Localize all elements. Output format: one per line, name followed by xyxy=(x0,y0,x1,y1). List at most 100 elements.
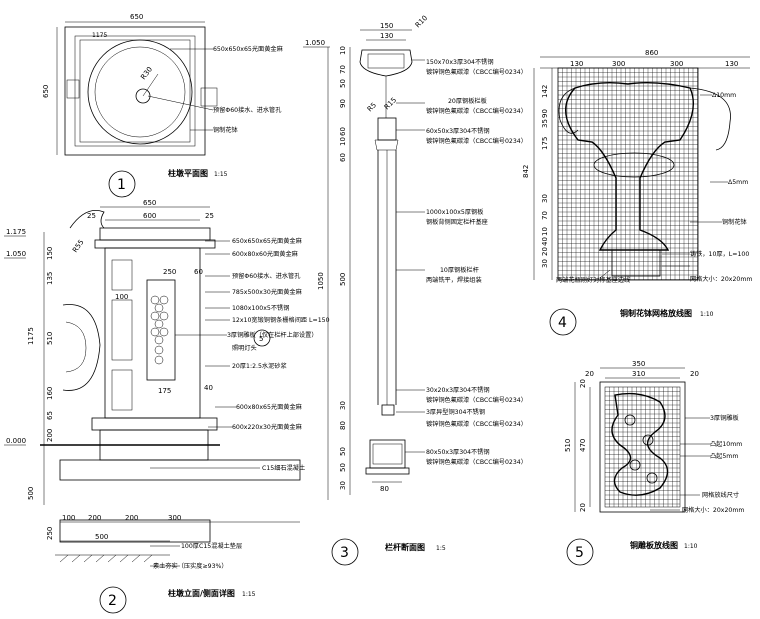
side-arch xyxy=(62,304,101,391)
detail-1-number-circle xyxy=(108,170,136,198)
dim5-20c: 20 xyxy=(579,379,587,388)
note-1-b: 预留Φ60接水、进水管孔 xyxy=(213,106,281,114)
note-2-10: 600x220x30光面黄金麻 xyxy=(232,423,303,431)
note-2-9: 600x80x65光面黄金麻 xyxy=(236,403,303,411)
note-4-5: 两端花瓶刚好对称基座边线 xyxy=(556,276,630,284)
dim2-base-100: 100 xyxy=(62,514,75,522)
dim2-250: 250 xyxy=(46,527,54,540)
detail-5-relief-panel: 350 310 20 20 510 470 20 20 3厚铜雕板 凸起10mm… xyxy=(564,360,744,566)
note-3-14: 80x50x3厚304不锈钢 xyxy=(426,448,490,456)
detail-4-title: 铜制花钵网格放线图 xyxy=(620,308,692,318)
dim3-70: 70 xyxy=(339,65,347,74)
drain-hole xyxy=(135,88,151,104)
detail-2-title: 柱墩立面/侧面详图 xyxy=(168,588,235,598)
note-3-1: 镀锌铜色氟碳漆（CBCC编号0234） xyxy=(426,68,527,76)
dim3-30a: 30 xyxy=(339,401,347,410)
detail-1-plan: 650 650 1175 R30 650x650x65光面黄金麻 预留Φ60接水… xyxy=(42,13,284,198)
dim4-70: 70 xyxy=(541,211,549,220)
top-rail xyxy=(359,49,413,77)
panel-frame xyxy=(599,381,686,513)
dim3-30b: 30 xyxy=(339,481,347,490)
dim-left: 650 xyxy=(42,85,50,98)
note-5-3: 网格放线尺寸 xyxy=(702,491,739,499)
detail-3-title: 栏杆断面图 xyxy=(385,542,425,552)
detail-5-notes: 3厚铜雕板 凸起10mm 凸起5mm 网格放线尺寸 网格大小：20x20mm xyxy=(650,414,744,514)
dim2-base-500: 500 xyxy=(95,533,108,541)
dim2-side-175: 175 xyxy=(158,387,171,395)
dim4-20: 20 xyxy=(541,247,549,256)
mid-rail xyxy=(377,117,397,141)
dim5-310: 310 xyxy=(632,370,645,378)
note-1-c: 铜制花钵 xyxy=(213,126,239,134)
panel-relief xyxy=(611,392,669,496)
soil-hatch xyxy=(59,554,153,563)
dim2-65: 65 xyxy=(46,411,54,420)
dim2-side-60: 60 xyxy=(194,268,203,276)
detail-4-number: 4 xyxy=(558,315,567,331)
panel-b xyxy=(111,299,133,361)
dim2-side-40: 40 xyxy=(204,384,213,392)
dim4-30b: 30 xyxy=(541,259,549,268)
urn-base xyxy=(611,249,661,277)
dim4-40: 40 xyxy=(541,237,549,246)
dim3-60a: 60 xyxy=(339,127,347,136)
dim4-300b: 300 xyxy=(670,60,683,68)
urn-grid-frame xyxy=(557,67,699,281)
dim-radius: R30 xyxy=(139,65,154,81)
note-2-1: 600x80x60光面黄金麻 xyxy=(232,250,299,258)
note-2-11: C15细石混凝土 xyxy=(262,464,305,472)
dim2-510: 510 xyxy=(46,332,54,345)
detail-2-notes: 650x650x65光面黄金麻 600x80x60光面黄金麻 预留Φ60接水、进… xyxy=(150,237,330,570)
dim4-30: 30 xyxy=(541,194,549,203)
dim3-bottom: 80 xyxy=(380,485,389,493)
dim4-142: 142 xyxy=(541,85,549,98)
dim2-500: 500 xyxy=(27,487,35,500)
dim3-top-150: 150 xyxy=(380,22,393,30)
bowl-rim-circle xyxy=(87,39,193,145)
note-3-3: 镀锌铜色氟碳漆（CBCC编号0234） xyxy=(426,107,527,115)
note-4-4: 网格大小：20x20mm xyxy=(690,275,752,283)
detail-1-scale: 1:15 xyxy=(214,171,228,178)
dim4-842: 842 xyxy=(522,165,530,178)
note-4-1: Δ5mm xyxy=(728,179,748,186)
dim2-150: 150 xyxy=(46,247,54,260)
dim2-base-300: 300 xyxy=(168,514,181,522)
elev2-1050: 1.050 xyxy=(6,250,26,258)
note-3-13: 镀锌铜色氟碳漆（CBCC编号0234） xyxy=(426,420,527,428)
dim3-r15: R15 xyxy=(383,96,398,111)
detail-5-number: 5 xyxy=(575,545,584,561)
dim3-80: 80 xyxy=(339,421,347,430)
dim2-1175: 1175 xyxy=(27,327,35,345)
note-5-1: 凸起10mm xyxy=(710,440,742,448)
dim2-base-200b: 200 xyxy=(125,514,138,522)
panel-a xyxy=(111,259,133,291)
dim2-side-25a: 25 xyxy=(87,212,96,220)
note-3-10: 30x20x3厚304不锈钢 xyxy=(426,386,490,394)
dim-inset: 1175 xyxy=(92,32,107,39)
dim4-860: 860 xyxy=(645,49,658,57)
dim5-20b: 20 xyxy=(690,370,699,378)
column-body xyxy=(104,247,201,419)
dim4-130a: 130 xyxy=(570,60,583,68)
dim4-300a: 300 xyxy=(612,60,625,68)
grape-motif xyxy=(150,295,169,365)
dim3-60b: 60 xyxy=(339,153,347,162)
note-3-4: 60x50x3厚304不锈钢 xyxy=(426,127,490,135)
note-2-4: 1080x100x5不锈钢 xyxy=(232,304,289,312)
dim3-r5: R5 xyxy=(366,101,378,113)
elev2-0000: 0.000 xyxy=(6,437,26,445)
dim2-side-250: 250 xyxy=(163,268,176,276)
note-3-0: 150x70x3厚304不锈钢 xyxy=(426,58,494,66)
detail-3-notes: 150x70x3厚304不锈钢 镀锌铜色氟碳漆（CBCC编号0234） 20厚钢… xyxy=(396,58,527,466)
panel-c xyxy=(111,369,133,411)
urn-outline xyxy=(565,81,694,251)
base-cap xyxy=(91,417,218,431)
detail-3-section: 1.050 150 130 R10 R5 R15 1050 500 10 70 … xyxy=(303,14,527,566)
detail-4-urn-grid: 860 130 300 300 130 842 142 35 90 175 30… xyxy=(522,49,752,336)
detail-1-title: 柱墩平面图 xyxy=(168,168,208,178)
note-3-6: 1000x100x5厚钢板 xyxy=(426,208,483,216)
dim4-10: 10 xyxy=(541,227,549,236)
note-4-0: Δ10mm xyxy=(712,92,736,99)
handle-right xyxy=(689,87,731,151)
note-3-9: 两端铣平，焊接组装 xyxy=(426,276,482,284)
